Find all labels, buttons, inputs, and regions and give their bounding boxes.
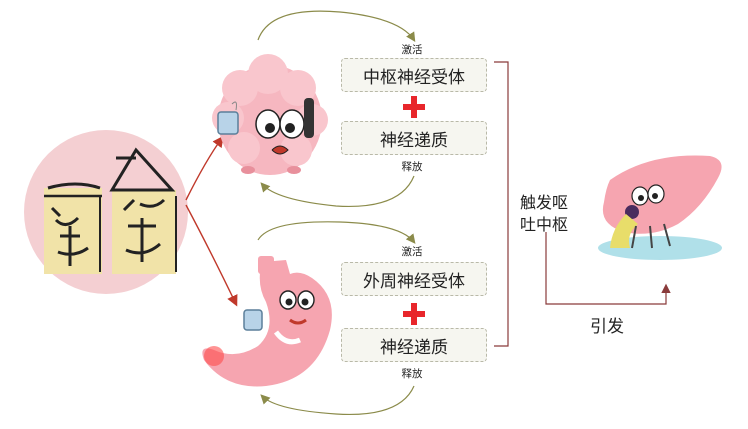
drug-bottle-right-icon (109, 147, 177, 274)
central-release-label: 释放 (401, 161, 423, 173)
arrow-to-stomach (185, 204, 238, 307)
drug-bottle-left-icon (44, 182, 102, 274)
central-transmitter-box: 神经递质 (341, 121, 487, 155)
arrow-release-peripheral (260, 385, 415, 416)
chemo-drug-circle (24, 130, 188, 294)
vomiting-center-line1: 触发呕 (519, 193, 568, 212)
brain-illustration (212, 54, 328, 175)
vomiting-liver-illustration (598, 155, 722, 260)
plus-icon-peripheral (403, 303, 425, 325)
central-activate-label: 激活 (401, 44, 423, 56)
peripheral-release-label: 释放 (401, 368, 423, 380)
arrow-activate-central (257, 10, 416, 43)
arrow-release-central (260, 175, 415, 208)
arrow-induce (545, 232, 671, 305)
peripheral-receptor-box: 外周神经受体 (341, 262, 487, 296)
arrow-to-brain (185, 135, 224, 201)
stomach-illustration (202, 256, 332, 387)
bracket (494, 61, 509, 347)
peripheral-transmitter-box: 神经递质 (341, 328, 487, 362)
peripheral-activate-label: 激活 (401, 246, 423, 258)
vomiting-center-line2: 吐中枢 (519, 215, 568, 234)
induce-label: 引发 (590, 317, 624, 337)
vomiting-center-text: 触发呕 吐中枢 (512, 192, 576, 236)
central-receptor-box: 中枢神经受体 (341, 58, 487, 92)
arrow-activate-peripheral (257, 221, 416, 244)
plus-icon-central (403, 96, 425, 118)
